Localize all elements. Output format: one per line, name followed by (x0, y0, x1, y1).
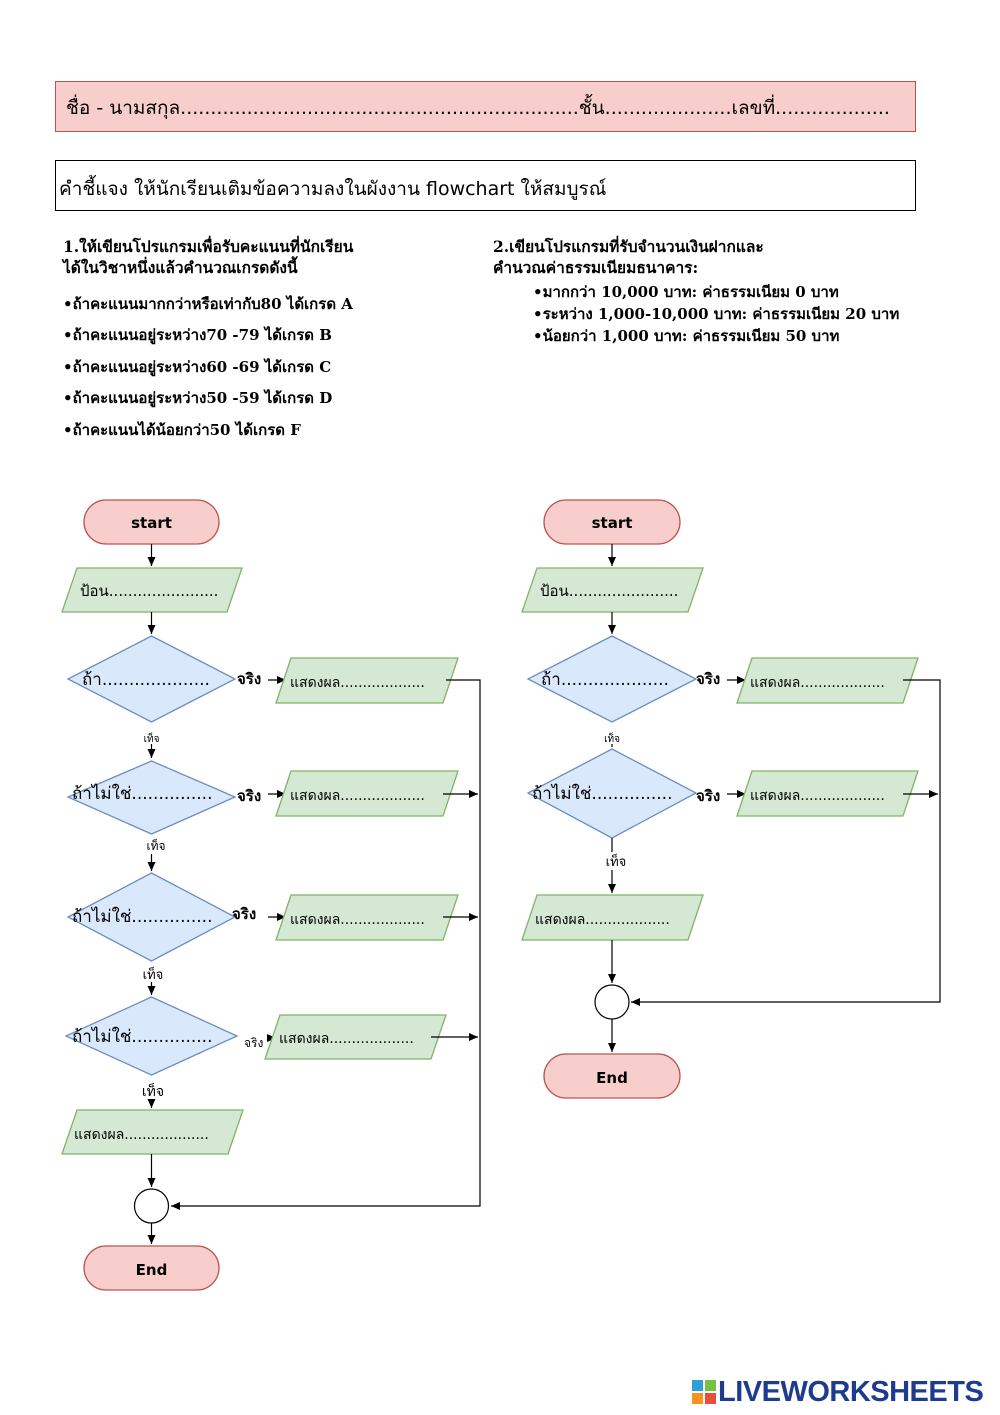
start-label: start (592, 514, 633, 532)
output-label: แสดงผล................... (535, 912, 670, 928)
output-box[interactable]: แสดงผล................... (275, 657, 459, 704)
task2-bullet: •น้อยกว่า 1,000 บาท: ค่าธรรมเนียม 50 บาท (533, 327, 840, 345)
merge-line (631, 679, 941, 1006)
task1-bullet: •ถ้าคะแนนอยู่ระหว่าง50 -59 ได้เกรด D (63, 389, 333, 407)
decision-label: ถ้าไม่ใช่............... (532, 783, 673, 804)
decision-label: ถ้าไม่ใช่............... (72, 783, 213, 804)
decision-label: ถ้าไม่ใช่............... (72, 1026, 213, 1047)
task1-bullet: •ถ้าคะแนนอยู่ระหว่าง70 -79 ได้เกรด B (63, 326, 332, 344)
decision-else-if[interactable]: ถ้าไม่ใช่............... (66, 760, 237, 835)
task2-bullet: •มากกว่า 10,000 บาท: ค่าธรรมเนียม 0 บาท (533, 283, 839, 301)
output-label: แสดงผล................... (750, 788, 885, 804)
true-label: จริง (696, 670, 720, 688)
flowchart-2: start ป้อน....................... ถ้า...… (521, 499, 941, 1099)
task1-title-line2: ได้ในวิชาหนึ่งแล้วคำนวณเกรดดังนี้ (63, 258, 298, 277)
connector-circle (133, 1188, 170, 1224)
instruction-box: คำชี้แจง ให้นักเรียนเติมข้อความลงในผังงา… (55, 160, 916, 211)
merge-line (171, 679, 481, 1210)
name-line: ชื่อ - นามสกุล..........................… (66, 97, 890, 119)
true-label: จริง (237, 787, 261, 805)
connector-circle (594, 984, 630, 1020)
task1-bullet: •ถ้าคะแนนอยู่ระหว่าง60 -69 ได้เกรด C (63, 358, 332, 376)
end-terminal: End (83, 1245, 220, 1291)
output-box[interactable]: แสดงผล................... (275, 894, 459, 941)
false-label: เท็จ (604, 731, 620, 745)
false-label: เท็จ (606, 852, 627, 870)
output-box[interactable]: แสดงผล................... (264, 1014, 447, 1060)
task2-title-line2: คำนวณค่าธรรมเนียมธนาคาร: (493, 258, 699, 277)
output-box[interactable]: แสดงผล................... (736, 770, 919, 817)
end-label: End (136, 1261, 168, 1279)
name-field-box[interactable]: ชื่อ - นามสกุล..........................… (55, 81, 916, 132)
decision-else-if[interactable]: ถ้าไม่ใช่............... (526, 748, 698, 839)
start-label: start (131, 514, 172, 532)
false-label: เท็จ (142, 1082, 164, 1100)
task2-title-line1: 2.เขียนโปรแกรมที่รับจำนวนเงินฝากและ (493, 237, 764, 256)
task1-title-line1: 1.ให้เขียนโปรแกรมเพื่อรับคะแนนที่นักเรีย… (63, 237, 354, 256)
start-terminal: start (83, 499, 220, 545)
true-label: จริง (696, 787, 720, 805)
start-terminal: start (543, 499, 681, 545)
task1-bullet: •ถ้าคะแนนได้น้อยกว่า50 ได้เกรด F (63, 421, 301, 439)
output-box[interactable]: แสดงผล................... (521, 894, 704, 941)
end-label: End (596, 1069, 628, 1087)
task1-bullet: •ถ้าคะแนนมากกว่าหรือเท่ากับ80 ได้เกรด A (63, 295, 353, 313)
input-box[interactable]: ป้อน....................... (61, 567, 243, 613)
decision-label: ถ้าไม่ใช่............... (72, 906, 213, 927)
decision-if[interactable]: ถ้า.................... (526, 635, 698, 723)
output-label: แสดงผล................... (750, 675, 885, 691)
input-label: ป้อน....................... (80, 582, 218, 600)
end-terminal: End (543, 1053, 681, 1099)
input-label: ป้อน....................... (540, 582, 678, 600)
instruction-text: คำชี้แจง ให้นักเรียนเติมข้อความลงในผังงา… (59, 178, 607, 200)
true-label: จริง (237, 670, 261, 688)
true-label: จริง (232, 905, 256, 923)
liveworksheets-icon (692, 1380, 716, 1404)
false-label: เท็จ (146, 838, 165, 853)
output-label: แสดงผล................... (290, 675, 425, 691)
decision-label: ถ้า.................... (82, 670, 210, 690)
false-label: เท็จ (143, 965, 164, 983)
output-box[interactable]: แสดงผล................... (736, 657, 919, 704)
task1-title: 1.ให้เขียนโปรแกรมเพื่อรับคะแนนที่นักเรีย… (63, 236, 353, 278)
output-label: แสดงผล................... (290, 788, 425, 804)
output-label: แสดงผล................... (74, 1127, 209, 1143)
decision-if[interactable]: ถ้า.................... (66, 635, 237, 723)
liveworksheets-logo: LIVEWORKSHEETS (692, 1374, 984, 1410)
false-label: เท็จ (144, 731, 160, 745)
output-box[interactable]: แสดงผล................... (61, 1109, 244, 1155)
true-label: จริง (244, 1036, 263, 1050)
decision-else-if[interactable]: ถ้าไม่ใช่............... (64, 996, 239, 1076)
decision-else-if[interactable]: ถ้าไม่ใช่............... (66, 872, 237, 962)
input-box[interactable]: ป้อน....................... (521, 567, 704, 613)
flowchart-1: start ป้อน....................... ถ้า...… (61, 499, 481, 1291)
decision-label: ถ้า.................... (541, 670, 669, 690)
task2-bullet: •ระหว่าง 1,000-10,000 บาท: ค่าธรรมเนียม … (533, 305, 900, 323)
output-label: แสดงผล................... (279, 1031, 414, 1047)
task2-title: 2.เขียนโปรแกรมที่รับจำนวนเงินฝากและ คำนว… (493, 236, 764, 278)
output-box[interactable]: แสดงผล................... (275, 770, 459, 817)
output-label: แสดงผล................... (290, 912, 425, 928)
brand-text: LIVEWORKSHEETS (718, 1375, 984, 1408)
